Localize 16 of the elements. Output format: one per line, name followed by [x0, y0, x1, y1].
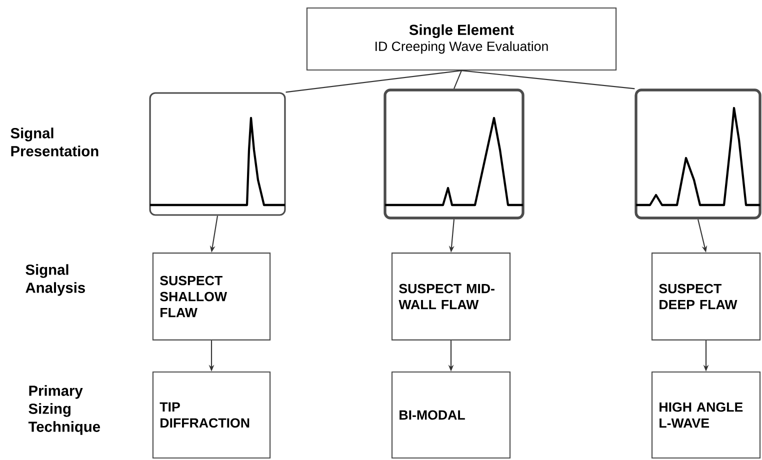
process-box: HIGH ANGLE L-WAVE: [651, 371, 761, 459]
connector-line: [461, 70, 635, 90]
process-box: SUSPECT DEEP FLAW: [651, 252, 761, 340]
process-box: TIP DIFFRACTION: [152, 371, 271, 459]
row-label: Signal Presentation: [10, 128, 98, 156]
connector-line: [454, 70, 462, 89]
process-box: SUSPECT MID-WALL FLAW: [391, 252, 511, 340]
process-box: SUSPECT SHALLOW FLAW: [152, 252, 271, 340]
signal-display: [149, 92, 286, 216]
signal-display: [384, 88, 524, 220]
signal-display: [634, 88, 762, 220]
connector-line: [286, 70, 462, 93]
title-box: Single Element ID Creeping Wave Evaluation: [306, 7, 617, 71]
process-box: BI-MODAL: [391, 371, 511, 459]
row-label: Primary Sizing Technique: [28, 385, 100, 435]
row-label: Signal Analysis: [26, 264, 85, 296]
